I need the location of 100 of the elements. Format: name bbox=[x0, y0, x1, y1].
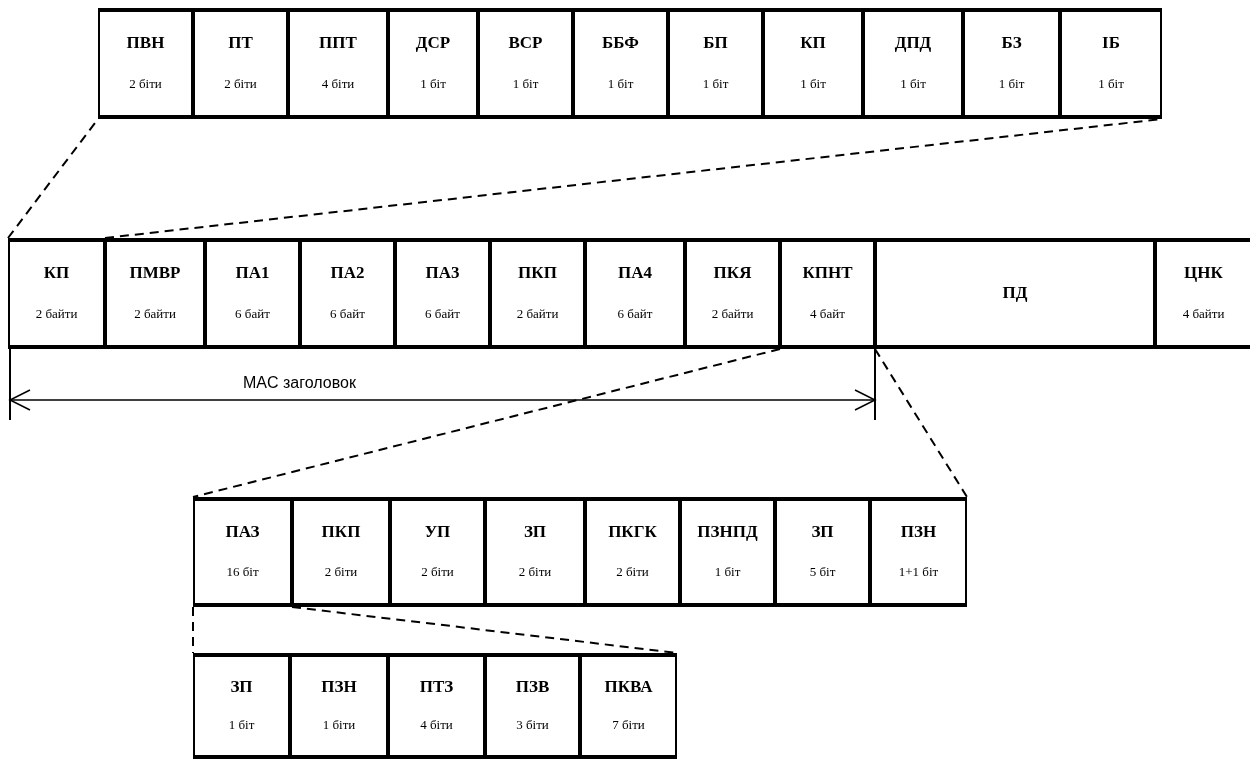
field-cell bbox=[863, 10, 963, 117]
field-name: ІБ bbox=[1102, 33, 1120, 54]
field-size: 2 байти bbox=[711, 305, 754, 322]
field-cell bbox=[775, 499, 870, 605]
field-size: 2 байти bbox=[134, 305, 176, 322]
field-name: КП bbox=[43, 263, 70, 284]
field-name: ДПД bbox=[894, 33, 932, 54]
field-cell bbox=[98, 10, 193, 117]
field-cell bbox=[485, 655, 580, 757]
field-size: 3 біти bbox=[516, 717, 549, 733]
field-size: 2 біти bbox=[518, 564, 552, 580]
field-size: 2 байти bbox=[516, 305, 559, 322]
field-cell bbox=[388, 655, 485, 757]
field-cell bbox=[580, 655, 677, 757]
field-size: 1 біт bbox=[1098, 75, 1124, 92]
field-name: ПКВА bbox=[604, 677, 653, 697]
field-size: 6 байт bbox=[617, 305, 653, 322]
field-cell bbox=[300, 240, 395, 347]
field-size: 1 біт bbox=[998, 75, 1025, 92]
field-size: 1 біти bbox=[322, 717, 356, 733]
field-name: ПЗНПД bbox=[697, 522, 758, 542]
field-name: ПТ bbox=[228, 33, 253, 54]
field-cell bbox=[1155, 240, 1250, 347]
field-size: 6 байт bbox=[425, 305, 460, 322]
field-size: 1 біт bbox=[607, 75, 634, 92]
field-cell bbox=[490, 240, 585, 347]
field-cell bbox=[485, 499, 585, 605]
field-name: ПЗН bbox=[900, 522, 937, 542]
field-name: ПА4 bbox=[618, 263, 652, 284]
field-cell bbox=[193, 10, 288, 117]
field-name: ЦНК bbox=[1184, 263, 1223, 284]
field-name: ПЗВ bbox=[515, 677, 550, 697]
dimension-label: MAC заголовок bbox=[243, 374, 356, 392]
field-name: ДСР bbox=[415, 33, 451, 54]
field-cell bbox=[585, 499, 680, 605]
field-name: ЗП bbox=[523, 522, 547, 542]
field-size: 1 біт bbox=[714, 564, 741, 580]
field-name: ПВН bbox=[126, 33, 165, 54]
field-cell bbox=[395, 240, 490, 347]
field-name: ПД bbox=[1002, 282, 1028, 303]
field-cell bbox=[870, 499, 967, 605]
field-name: ПКП bbox=[518, 263, 557, 284]
field-size: 1 біт bbox=[900, 75, 926, 92]
field-name: ПКП bbox=[321, 522, 361, 542]
field-name: ПА2 bbox=[330, 263, 365, 284]
field-cell bbox=[193, 655, 290, 757]
frame-row bbox=[98, 8, 1162, 119]
field-cell bbox=[875, 240, 1155, 347]
field-name: ПА3 bbox=[425, 263, 460, 284]
field-cell bbox=[1060, 10, 1162, 117]
field-size: 7 біти bbox=[612, 717, 645, 733]
field-name: ВСР bbox=[508, 33, 543, 54]
field-cell bbox=[478, 10, 573, 117]
field-size: 5 біт bbox=[809, 564, 836, 580]
field-name: УП bbox=[424, 522, 451, 542]
field-cell bbox=[680, 499, 775, 605]
field-name: ПТЗ bbox=[419, 677, 454, 697]
field-cell bbox=[668, 10, 763, 117]
field-cell bbox=[193, 499, 292, 605]
field-cell bbox=[685, 240, 780, 347]
field-size: 4 біти bbox=[420, 717, 453, 733]
dashed-line bbox=[192, 348, 781, 498]
field-name: ПЗН bbox=[321, 677, 357, 697]
field-size: 2 біти bbox=[129, 75, 162, 92]
field-cell bbox=[8, 240, 105, 347]
field-size: 4 байт bbox=[810, 305, 845, 322]
dashed-line bbox=[874, 348, 968, 498]
dashed-line bbox=[192, 606, 194, 654]
field-name: ЗП bbox=[230, 677, 253, 697]
field-size: 2 байти bbox=[35, 305, 78, 322]
field-cell bbox=[290, 655, 388, 757]
field-size: 4 біти bbox=[321, 75, 355, 92]
field-cell bbox=[573, 10, 668, 117]
field-size: 6 байт bbox=[235, 305, 270, 322]
field-cell bbox=[780, 240, 875, 347]
field-size: 4 байти bbox=[1182, 305, 1225, 322]
field-name: ПКЯ bbox=[713, 263, 752, 284]
field-size: 1 біт bbox=[228, 717, 255, 733]
field-cell bbox=[288, 10, 388, 117]
field-cell bbox=[963, 10, 1060, 117]
field-name: ПА1 bbox=[235, 263, 270, 284]
field-size: 1 біт bbox=[512, 75, 539, 92]
frame-row bbox=[8, 238, 1250, 349]
field-size: 16 біт bbox=[226, 564, 259, 580]
field-size: 2 біти bbox=[324, 564, 358, 580]
field-cell bbox=[205, 240, 300, 347]
field-name: ПКГК bbox=[608, 522, 657, 542]
field-size: 6 байт bbox=[330, 305, 365, 322]
field-cell bbox=[763, 10, 863, 117]
field-size: 1 біт bbox=[702, 75, 729, 92]
frame-row bbox=[193, 653, 677, 759]
field-cell bbox=[292, 499, 390, 605]
field-name: ПМВР bbox=[129, 263, 181, 284]
field-size: 2 біти bbox=[616, 564, 649, 580]
field-size: 1+1 біт bbox=[898, 564, 939, 580]
field-cell bbox=[105, 240, 205, 347]
field-cell bbox=[585, 240, 685, 347]
field-size: 1 біт bbox=[420, 75, 446, 92]
field-size: 1 біт bbox=[800, 75, 826, 92]
field-name: КП bbox=[800, 33, 826, 54]
